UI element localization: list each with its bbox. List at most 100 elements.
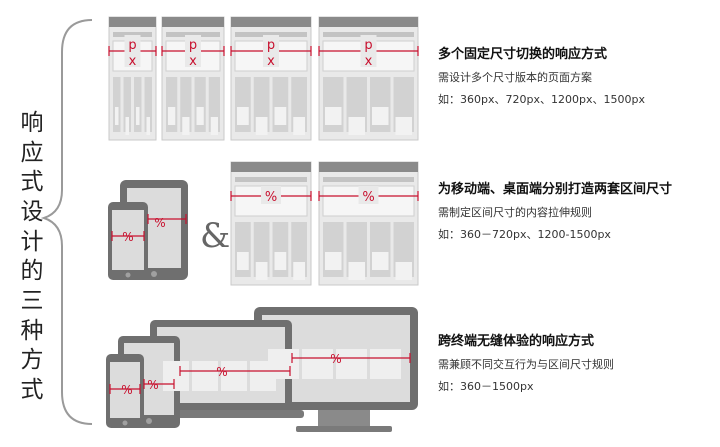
method-subtitle: 需制定区间尺寸的内容拉伸规则: [438, 206, 592, 219]
row2-page-a-label-percent: %: [265, 190, 277, 205]
title-char: 种: [20, 317, 44, 344]
row1-page-b-nav-bar: [166, 32, 220, 37]
row1-page-d-card: [372, 107, 389, 125]
row1-page-b-column: [180, 77, 192, 132]
row1-page-a-card: [146, 117, 150, 135]
title-char: 设: [20, 198, 44, 225]
row1-page-c-label-x: x: [267, 54, 275, 69]
method-title: 为移动端、桌面端分别打造两套区间尺寸: [438, 182, 673, 197]
desktop-stand-neck: [318, 410, 370, 428]
tablet-percent: %: [154, 216, 165, 230]
title-char: 方: [20, 347, 44, 374]
tablet-3-percent: %: [147, 378, 158, 392]
method-subtitle: 需兼顾不同交互行为与区间尺寸规则: [438, 358, 614, 371]
row1-page-b-card: [210, 117, 218, 135]
phone-3-percent: %: [121, 383, 132, 397]
screen-content-block: [336, 349, 367, 379]
title-char: 三: [20, 287, 44, 314]
title-char: 的: [20, 258, 44, 285]
row1-page-a-nav-bar: [113, 32, 152, 37]
row1-page-a-label-p: p: [128, 38, 136, 53]
tablet-3-home-button: [146, 418, 152, 424]
row1-page-a-card: [125, 117, 129, 135]
row1-page-d-header-bar: [319, 17, 418, 27]
screen-content-block: [221, 361, 247, 391]
row1-page-a-column: [144, 77, 152, 132]
row2-page-a-card: [293, 262, 305, 280]
row1-page-a-header-bar: [109, 17, 156, 27]
curly-brace: [40, 19, 93, 425]
method-examples: 如：360－1500px: [438, 380, 534, 393]
row1-page-a-label-x: x: [129, 54, 137, 69]
row2-page-a-label-bg: [261, 186, 281, 204]
screen-content-block: [250, 361, 276, 391]
row1-page-c-label-p: p: [267, 38, 275, 53]
method-3-text: 跨终端无缝体验的响应方式 需兼顾不同交互行为与区间尺寸规则 如：360－1500…: [438, 333, 718, 395]
row1-page-d-nav-bar: [323, 32, 414, 37]
laptop-percent: %: [216, 365, 227, 379]
phone-home-button: [125, 272, 131, 278]
row1-page-c-card: [237, 107, 249, 125]
row1-page-a-column: [123, 77, 131, 132]
method-subtitle: 需设计多个尺寸版本的页面方案: [438, 71, 592, 84]
desktop-stand-base: [296, 426, 392, 432]
row1-page-d-label-bg: [360, 35, 377, 67]
method-2-text: 为移动端、桌面端分别打造两套区间尺寸 需制定区间尺寸的内容拉伸规则 如：360－…: [438, 181, 718, 243]
row1-page-b-card: [196, 107, 204, 125]
phone-3-home-button: [122, 420, 128, 426]
row1-page-b-header-bar: [162, 17, 224, 27]
row1-page-a-column: [113, 77, 121, 132]
row1-page-b-card: [168, 107, 176, 125]
row1-page-d-card: [395, 117, 412, 135]
row1-page-c-card: [274, 107, 287, 125]
row1-page-d-card: [325, 107, 342, 125]
method-examples: 如：360px、720px、1200px、1500px: [438, 93, 645, 106]
method-title: 跨终端无缝体验的响应方式: [438, 334, 595, 349]
title-char: 式: [20, 376, 44, 403]
screen-content-block: [302, 349, 333, 379]
row2-page-a-header-bar: [231, 162, 311, 172]
row1-page-b-column: [208, 77, 220, 132]
phone-3-screen: [110, 362, 140, 418]
method-1-text: 多个固定尺寸切换的响应方式 需设计多个尺寸版本的页面方案 如：360px、720…: [438, 46, 718, 108]
method-title: 多个固定尺寸切换的响应方式: [438, 47, 608, 62]
row2-page-b-nav-bar: [323, 177, 414, 182]
row1-page-d-label-p: p: [364, 38, 372, 53]
row1-page-a-label-bg: [124, 35, 141, 67]
row2-page-b-card: [348, 262, 365, 280]
row1-page-b-label-p: p: [189, 38, 197, 53]
desktop-percent: %: [330, 352, 341, 366]
screen-content-block: [192, 361, 218, 391]
row1-page-c-nav-bar: [235, 32, 307, 37]
row1-page-c-header-bar: [231, 17, 311, 27]
row2-page-b-card: [325, 252, 342, 270]
row2-page-a-card: [255, 262, 268, 280]
phone-percent: %: [122, 230, 133, 244]
method-examples: 如：360－720px、1200-1500px: [438, 228, 611, 241]
row2-page-a-nav-bar: [235, 177, 307, 182]
row1-page-a-card: [115, 107, 119, 125]
laptop-base: [140, 410, 304, 418]
row1-page-d-label-x: x: [365, 54, 373, 69]
title-char: 响: [20, 110, 44, 136]
screen-content-block: [370, 349, 401, 379]
row1-page-b-column: [166, 77, 178, 132]
row2-page-a-card: [274, 252, 287, 270]
row1-page-b-card: [182, 117, 190, 135]
row2-page-b-card: [372, 252, 389, 270]
row1-page-b-column: [194, 77, 206, 132]
row1-page-a-card: [136, 107, 140, 125]
vertical-title: 响 应 式 设 计 的 三 种 方 式: [14, 112, 50, 402]
row1-page-b-label-x: x: [189, 54, 197, 69]
row1-page-c-card: [255, 117, 268, 135]
row1-page-a-column: [134, 77, 142, 132]
ampersand-symbol: &: [200, 216, 231, 256]
title-char: 应: [20, 139, 44, 166]
row2-page-b-label-percent: %: [362, 190, 374, 205]
row2-page-b-header-bar: [319, 162, 418, 172]
row1-page-c-card: [293, 117, 305, 135]
row1-page-b-label-bg: [185, 35, 201, 67]
row1-page-c-label-bg: [263, 35, 279, 67]
row2-page-b-label-bg: [358, 186, 379, 204]
screen-content-block: [163, 361, 189, 391]
